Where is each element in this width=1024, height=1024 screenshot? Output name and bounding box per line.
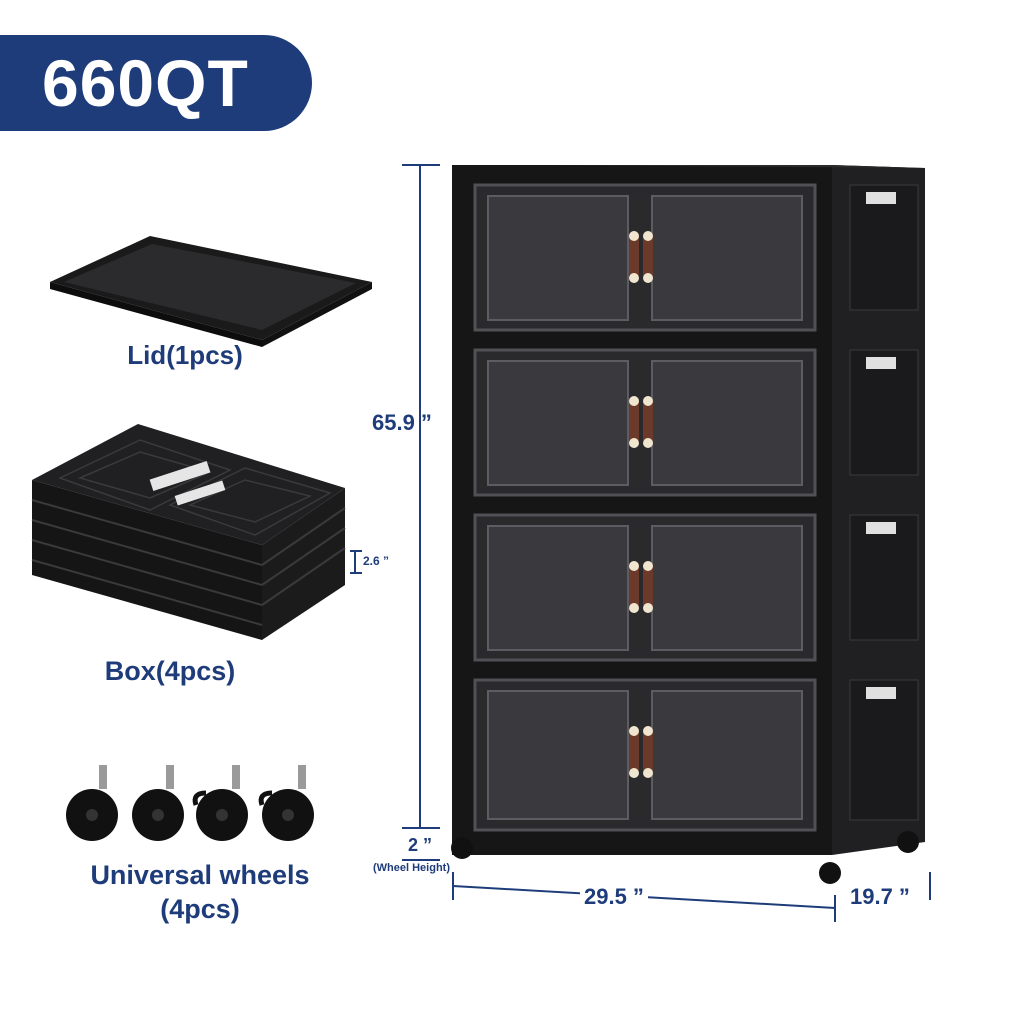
width-dimension: 29.5 ” bbox=[580, 884, 648, 910]
lid-label: Lid(1pcs) bbox=[127, 340, 243, 370]
cabinet-tier-3 bbox=[473, 513, 919, 662]
box-label: Box(4pcs) bbox=[104, 656, 236, 686]
folded-boxes-image bbox=[31, 424, 346, 640]
wheel-4 bbox=[258, 765, 314, 841]
lid-image bbox=[50, 236, 372, 347]
depth-dimension: 19.7 ” bbox=[850, 884, 910, 909]
cabinet-tier-4 bbox=[473, 678, 919, 832]
wheels-label-line2: (4pcs) bbox=[160, 894, 240, 924]
cabinet-image bbox=[451, 165, 925, 884]
cabinet-tier-2 bbox=[473, 348, 919, 497]
wheel-height-note: (Wheel Height) bbox=[373, 862, 450, 874]
wheels-image bbox=[66, 765, 314, 841]
wheel-3 bbox=[192, 765, 248, 841]
height-dimension: 65.9 ” bbox=[372, 410, 432, 435]
wheel-1 bbox=[66, 765, 118, 841]
wheels-label-line1: Universal wheels bbox=[90, 860, 310, 890]
box-height-dimension: 2.6 ” bbox=[363, 554, 390, 568]
wheel-height-dimension: 2 ” bbox=[408, 835, 433, 855]
capacity-badge: 660QT bbox=[0, 35, 312, 131]
wheel-2 bbox=[132, 765, 184, 841]
cabinet-tier-1 bbox=[473, 183, 919, 332]
